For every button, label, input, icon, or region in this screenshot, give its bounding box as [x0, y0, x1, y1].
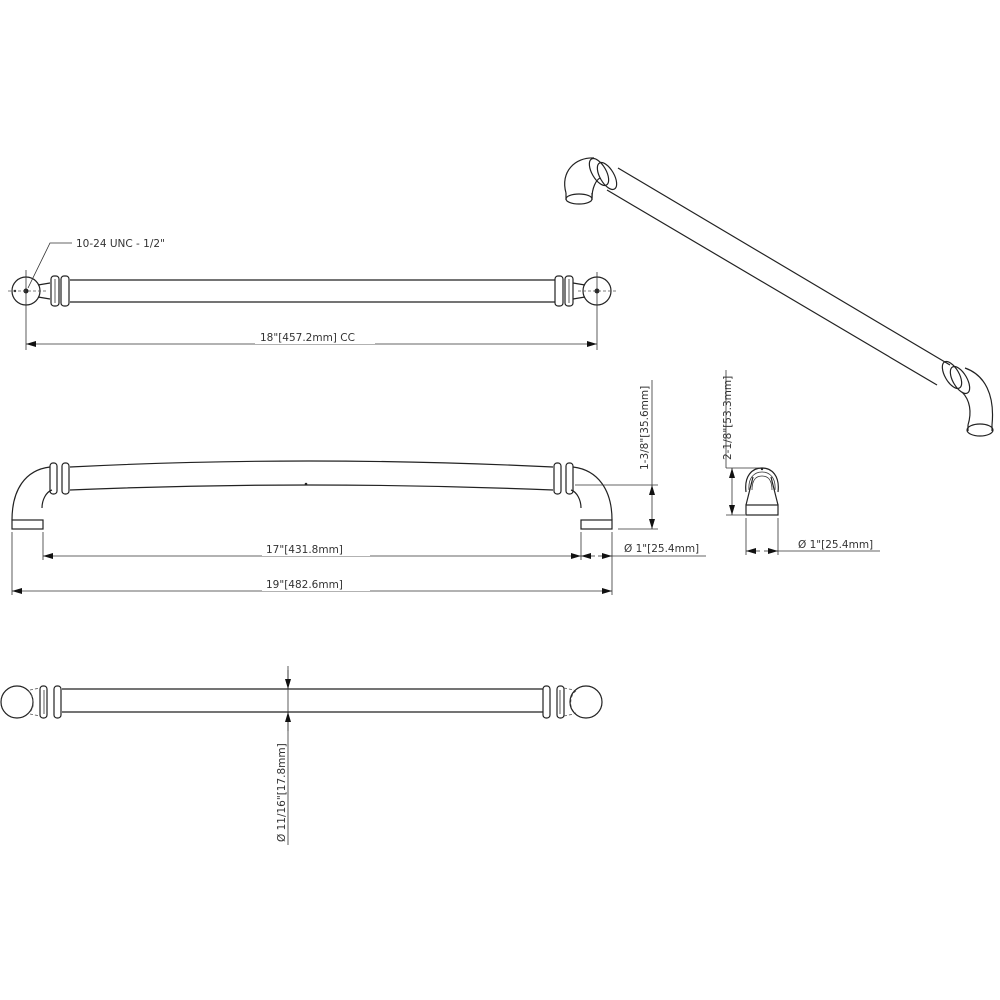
thread-callout: 10-24 UNC - 1/2" — [76, 238, 165, 250]
overall-length-label: 19"[482.6mm] — [266, 579, 343, 591]
bar-diameter-label: Ø 11/16"[17.8mm] — [276, 743, 288, 842]
cc-dimension-label: 18"[457.2mm] CC — [260, 332, 355, 344]
height-dimension-label: 1-3/8"[35.6mm] — [639, 386, 651, 470]
isometric-view — [564, 157, 994, 437]
bottom-view: Ø 11/16"[17.8mm] — [0, 666, 603, 845]
side-view: 2-1/8"[53.3mm] Ø 1"[25.4mm] — [722, 370, 880, 555]
side-foot-diameter-label: Ø 1"[25.4mm] — [798, 539, 873, 551]
top-view: 10-24 UNC - 1/2" 18"[457.2mm] CC — [8, 238, 616, 350]
inner-length-label: 17"[431.8mm] — [266, 544, 343, 556]
front-view: 1-3/8"[35.6mm] 17"[431.8mm] Ø 1"[25.4mm]… — [11, 380, 706, 595]
front-foot-diameter-label: Ø 1"[25.4mm] — [624, 543, 699, 555]
projection-dimension-label: 2-1/8"[53.3mm] — [722, 376, 734, 460]
